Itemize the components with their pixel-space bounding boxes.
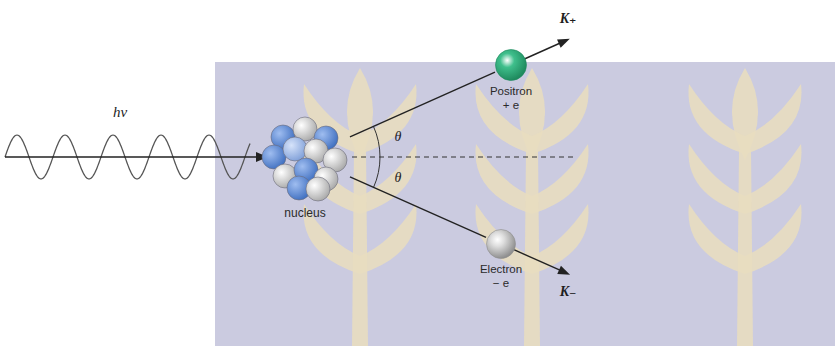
watermark-tree: [475, 144, 532, 214]
particle-sphere: [496, 50, 527, 81]
watermark-tree: [524, 150, 540, 346]
node-caption: nucleus: [284, 206, 325, 220]
kinetic-energy-label: K₊: [560, 11, 577, 26]
particle-name: nucleus: [284, 206, 325, 220]
watermark-tree: [532, 84, 589, 154]
positron-ball-shape: [495, 49, 527, 81]
electron-ball: Electron− e: [486, 229, 516, 259]
nucleus-cluster-shape: [260, 112, 350, 202]
watermark-tree: [745, 204, 802, 274]
particle-name: Positron: [490, 85, 532, 99]
watermark-tree: [745, 84, 802, 154]
positron-ball: Positron+ e: [495, 49, 527, 81]
node-caption: Electron− e: [480, 263, 522, 291]
arrowhead: [557, 266, 570, 275]
particle-track: [350, 177, 486, 237]
particle-sphere: [487, 230, 516, 259]
angle-label: θ: [395, 129, 402, 144]
axis-dashed-line: [352, 157, 575, 158]
arrowhead: [557, 39, 570, 48]
watermark-tree: [688, 204, 745, 274]
photon-energy-label: hν: [113, 104, 127, 121]
photon-wave: [5, 135, 268, 179]
watermark-tree: [745, 144, 802, 214]
particle-charge: + e: [490, 99, 532, 113]
background-band: [215, 62, 835, 346]
watermark-tree: [360, 84, 417, 154]
particle-name: Electron: [480, 263, 522, 277]
angle-arc: [374, 127, 381, 158]
particle-track: [350, 72, 495, 137]
watermark-trees: [303, 68, 801, 346]
particle-charge: − e: [480, 277, 522, 291]
node-caption: Positron+ e: [490, 85, 532, 113]
nucleon: [283, 137, 307, 161]
watermark-tree: [532, 144, 589, 214]
angle-arc: [374, 157, 381, 188]
angle-label: θ: [395, 170, 402, 185]
watermark-tree: [532, 204, 589, 274]
nucleon: [306, 177, 330, 201]
watermark-tree: [475, 84, 532, 154]
watermark-tree: [360, 204, 417, 274]
watermark-tree: [688, 144, 745, 214]
electron-ball-shape: [486, 229, 516, 259]
kinetic-energy-label: K₋: [560, 284, 577, 299]
nucleus-cluster: nucleus: [260, 112, 350, 202]
photon-axis: [5, 156, 258, 157]
watermark-tree: [737, 150, 753, 346]
watermark-tree: [688, 84, 745, 154]
